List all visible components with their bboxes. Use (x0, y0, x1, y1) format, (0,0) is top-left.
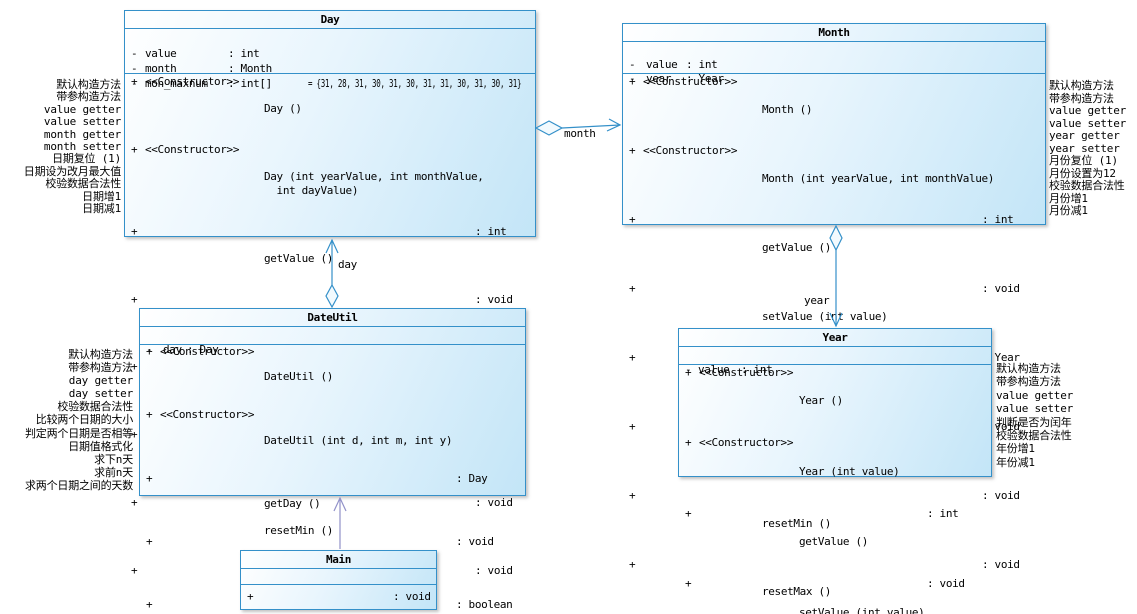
note-line: 默认构造方法 (1049, 79, 1114, 92)
note-line: value getter (1049, 104, 1127, 118)
note-line: 求前n天 (94, 465, 133, 479)
class-box-dateutil[interactable]: DateUtil -day: Day +<<Constructor>>DateU… (139, 308, 526, 611)
note-line: 判定两个日期是否相等 (25, 426, 133, 440)
note-line: 默认构造方法 (68, 348, 133, 361)
method-row: +resetMin (): void (629, 488, 1020, 530)
class-box-main[interactable]: Main +main (String args[]): void (240, 550, 437, 610)
note-line: value getter (43, 102, 121, 116)
method-row: +<<Constructor>>DateUtil (int d, int m, … (146, 408, 453, 447)
note-line: 校验数据合法性 (996, 429, 1072, 443)
class-box-year[interactable]: Year -value: int +<<Constructor>>Year ()… (678, 328, 992, 614)
method-row: +<<Constructor>>Day (int yearValue, int … (131, 142, 484, 197)
note-line: month getter (43, 127, 121, 141)
note-line: 默认构造方法 (56, 78, 121, 91)
note-line: 判断是否为闰年 (996, 415, 1072, 429)
attributes-compartment (241, 569, 436, 585)
attributes-compartment: -day: Day (140, 327, 525, 356)
note-line: value setter (43, 115, 121, 129)
method-row: +checkInputValidity (): boolean (146, 598, 513, 612)
attribute-row: -year: Year (629, 72, 724, 85)
class-title-day: Day (125, 11, 535, 29)
aggregation-diamond (534, 120, 564, 136)
attribute-row: -value: int (131, 47, 260, 60)
note-line: 日期复位 (1) (52, 152, 121, 166)
arrow-head (606, 118, 622, 132)
note-line: 月份设置为12 (1049, 166, 1116, 180)
method-row: +<<Constructor>>Year () (685, 366, 843, 408)
connector-label-year: year (804, 294, 830, 307)
note-line: 校验数据合法性 (57, 400, 133, 414)
note-line: value setter (996, 402, 1074, 416)
attribute-row: -value: int (685, 363, 773, 376)
method-row: +resetMin (): void (131, 496, 513, 537)
note-line: 年份减1 (996, 455, 1035, 469)
note-line: 月份增1 (1049, 191, 1088, 205)
method-row: +resetMax (): void (629, 557, 1020, 599)
note-line: day setter (68, 387, 133, 401)
note-line: 校验数据合法性 (1049, 179, 1125, 193)
method-row: +<<Constructor>>Day () (131, 75, 302, 116)
attribute-row: -month: Month (131, 62, 272, 75)
method-row: +<<Constructor>>Month (int yearValue, in… (629, 143, 995, 185)
method-row: +getDay (): Day (146, 471, 488, 510)
method-row: +main (String args[]): void (247, 590, 431, 603)
note-line: 月份减1 (1049, 204, 1088, 218)
attributes-compartment: -value: int -month: Month -mon_maxnum: i… (125, 29, 535, 90)
class-title-main: Main (241, 551, 436, 569)
method-row: +setValue (int value): void (685, 577, 965, 614)
note-line: 日期增1 (82, 189, 121, 203)
class-box-month[interactable]: Month -value: int -year: Year +<<Constru… (622, 23, 1046, 598)
note-line: year setter (1049, 141, 1120, 155)
note-line: 比较两个日期的大小 (35, 413, 133, 427)
note-line: value getter (996, 388, 1074, 402)
attribute-row: -value: int (629, 58, 718, 71)
note-line: 校验数据合法性 (45, 177, 121, 191)
method-row: +getValue (): int (131, 224, 507, 265)
methods-compartment: +main (String args[]): void (241, 585, 436, 614)
method-row: +getValue (): int (685, 506, 959, 549)
note-line: month setter (43, 140, 121, 154)
method-row: +<<Constructor>>DateUtil () (146, 345, 333, 384)
note-line: 月份复位 (1) (1049, 154, 1118, 168)
note-line: 带参构造方法 (68, 361, 133, 375)
note-line: 带参构造方法 (56, 90, 121, 104)
method-row: +setValue (int value): void (629, 281, 1020, 323)
method-row: +getValue (): int (629, 212, 1014, 254)
note-line: 日期减1 (82, 202, 121, 216)
class-title-month: Month (623, 24, 1045, 42)
class-title-dateutil: DateUtil (140, 309, 525, 327)
note-line: 日期值格式化 (68, 439, 133, 453)
attributes-compartment: -value: int (679, 347, 991, 376)
note-line: 年份增1 (996, 442, 1035, 456)
note-line: 默认构造方法 (996, 362, 1061, 375)
connector-label-day: day (338, 258, 357, 271)
note-line: 带参构造方法 (996, 375, 1061, 389)
attributes-compartment: -value: int -year: Year (623, 42, 1045, 85)
connector-label-month: month (564, 127, 596, 140)
methods-compartment: +<<Constructor>>Year () +<<Constructor>>… (679, 365, 991, 614)
attribute-row: -day: Day (146, 343, 219, 356)
attribute-row: -mon_maxnum: int[]= {31, 28, 31, 30, 31,… (131, 77, 522, 90)
class-title-year: Year (679, 329, 991, 347)
class-box-day[interactable]: Day -value: int -month: Month -mon_maxnu… (124, 10, 536, 605)
note-line: 日期设为改月最大值 (23, 164, 121, 178)
method-row: +<<Constructor>>Year (int value) (685, 436, 900, 478)
method-row: +<<Constructor>>Month () (629, 75, 813, 116)
note-line: 带参构造方法 (1049, 91, 1114, 105)
note-line: 求两个日期之间的天数 (25, 478, 133, 492)
note-line: value setter (1049, 116, 1127, 130)
note-line: year getter (1049, 129, 1120, 143)
note-line: day getter (68, 374, 133, 388)
note-line: 求下n天 (94, 452, 133, 466)
